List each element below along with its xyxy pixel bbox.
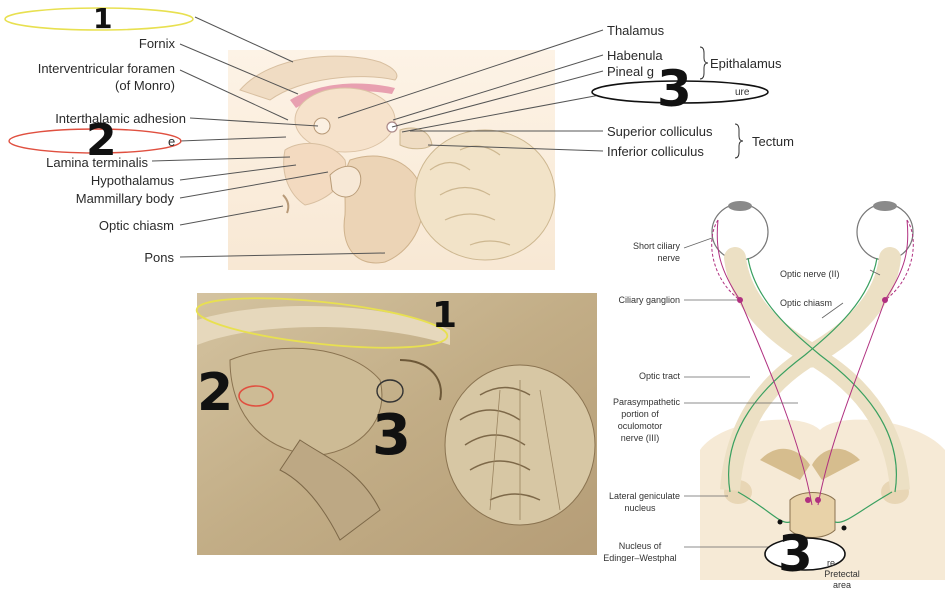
label-mammillary-body: Mammillary body [75,191,174,206]
label-edinger-westphal: Edinger–Westphal [603,553,677,563]
highlight-ellipse-black-right [764,537,846,571]
label-nucleus: nucleus [624,503,656,513]
pretectal-dot-left [777,519,783,525]
pons-shape [343,155,424,264]
pupil-left [728,201,752,211]
label-nucleus-of: Nucleus of [618,541,662,551]
tectum-brace [734,123,744,159]
label-portion-of: portion of [621,409,659,419]
photo-aqueduct [399,359,442,401]
photo-thalamus [229,347,383,456]
pretectal-dot-right [841,525,847,531]
right-leaders [683,237,881,548]
parasym-left [716,219,813,506]
ciliary-ganglion-left [737,297,743,303]
top-left-leaders [151,16,386,258]
label-habenula: Habenula [607,48,663,63]
label-pons: Pons [144,250,174,265]
label-of-monro: (of Monro) [115,78,175,93]
short-ciliary-right [884,219,914,301]
epithalamus-brace [699,46,709,80]
short-ciliary-left [711,219,741,301]
visual-pathway-diagram [700,201,945,580]
label-tectum: Tectum [752,134,794,149]
label-short-ciliary: Short ciliary [632,241,680,251]
pupil-right [873,201,897,211]
label-fornix: Fornix [138,36,175,51]
photo-brainstem [279,439,381,541]
highlight-ellipse-yellow-top [4,7,194,31]
label-partial-re: re [827,558,836,568]
fornix-shape [290,83,395,108]
cerebral-peduncle-right [812,448,860,480]
label-optic-chiasm-top: Optic chiasm [98,218,174,233]
top-right-leaders [337,29,604,152]
highlight-ellipse-red-top [8,128,182,154]
cerebral-peduncle-left [760,448,810,480]
label-pretectal: Pretectal [824,569,860,579]
annotation-number-1-top: 1 [93,2,113,35]
annotation-number-3-photo: 3 [372,403,411,468]
label-pretectal-area: area [832,580,851,590]
mammillary-region [329,165,362,198]
parasym-right [817,219,909,506]
label-short-ciliary-nerve: nerve [657,253,680,263]
label-oculomotor: oculomotor [617,421,663,431]
label-optic-chiasm-right: Optic chiasm [780,298,833,308]
optic-tract-left-band [720,346,818,491]
sagittal-brain-diagram [228,50,556,270]
label-ciliary-ganglion: Ciliary ganglion [618,295,680,305]
ew-nucleus-dot-right [815,497,821,503]
label-parasympathetic: Parasympathetic [612,397,680,407]
label-optic-tract: Optic tract [638,371,680,381]
highlight-ellipse-yellow-photo [195,297,449,349]
highlight-ellipse-black-top [591,80,769,104]
ew-nucleus-dot-left [805,497,811,503]
green-fiber-d [834,491,893,523]
label-lamina-terminalis: Lamina terminalis [46,155,148,170]
edinger-westphal-region [789,492,836,538]
highlight-ellipse-red-photo [238,385,274,407]
label-optic-nerve: Optic nerve (II) [780,269,840,279]
label-partial-ure: ure [735,87,750,98]
cadaver-photo [197,293,597,555]
ciliary-ganglion-right [882,297,888,303]
highlight-ellipse-black-photo [376,379,404,403]
label-pineal: Pineal g [607,64,654,79]
photo-cerebellum [444,364,596,526]
label-partial-e: e [168,134,176,149]
label-interthalamic-adhesion: Interthalamic adhesion [55,111,186,126]
label-epithalamus: Epithalamus [710,56,782,71]
label-inferior-colliculus: Inferior colliculus [607,144,704,159]
corpus-callosum [239,55,398,101]
label-hypothalamus: Hypothalamus [90,173,174,188]
annotation-number-3-right: 3 [778,525,813,583]
photo-corpus-callosum [197,306,450,345]
label-lateral-geniculate: Lateral geniculate [608,491,680,501]
green-fiber-a [747,257,897,493]
label-superior-colliculus: Superior colliculus [607,124,713,139]
annotation-number-3-top: 3 [657,60,692,118]
label-thalamus: Thalamus [607,23,665,38]
green-fiber-c [737,491,791,523]
label-interventricular-foramen: Interventricular foramen [37,61,175,76]
annotation-number-2-top: 2 [86,115,117,166]
annotation-number-2-photo: 2 [197,363,234,423]
annotation-number-1-photo: 1 [432,295,458,336]
optic-chiasm-shape [282,194,290,214]
thalamus-shape [294,87,396,153]
green-fiber-b [728,257,878,493]
cerebellum-shape [414,129,556,261]
cerebellar-folia [429,145,511,246]
label-nerve-iii: nerve (III) [620,433,660,443]
